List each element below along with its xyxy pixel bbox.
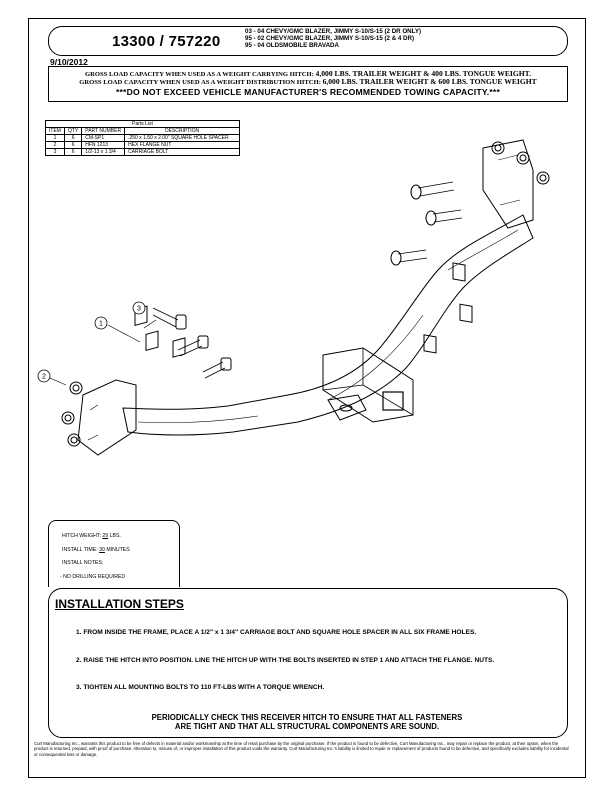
vehicle-line-3: 95 - 04 OLDSMOBILE BRAVADA xyxy=(245,42,339,49)
vehicle-line-2: 95 - 02 CHEVY/GMC BLAZER, JIMMY S-10/S-1… xyxy=(245,35,415,42)
installation-steps-box xyxy=(48,588,568,738)
model-number: 13300 / 757220 xyxy=(112,33,221,50)
install-time-unit: MINUTES xyxy=(106,547,130,553)
right-bracket xyxy=(482,139,534,229)
periodic-check-line-1: PERIODICALLY CHECK THIS RECEIVER HITCH T… xyxy=(151,713,463,722)
left-bracket xyxy=(77,379,137,456)
chain-plate xyxy=(327,394,367,421)
capacity-box: GROSS LOAD CAPACITY WHEN USED AS A WEIGH… xyxy=(48,66,568,102)
install-time: INSTALL TIME: 30 MINUTES xyxy=(62,547,130,553)
callout-3: 3 xyxy=(132,301,146,315)
periodic-check-line-2: ARE TIGHT AND THAT ALL STRUCTURAL COMPON… xyxy=(174,722,440,731)
cross-tube xyxy=(122,214,534,436)
installation-steps-title: INSTALLATION STEPS xyxy=(55,597,184,611)
capacity-line-2-values: 6,000 LBS. TRAILER WEIGHT & 600 LBS. TON… xyxy=(322,77,537,86)
capacity-line-2-prefix: GROSS LOAD CAPACITY WHEN USED AS A WEIGH… xyxy=(79,79,321,86)
hitch-weight-unit: LBS. xyxy=(109,533,121,539)
vehicle-line-1: 03 - 04 CHEVY/GMC BLAZER, JIMMY S-10/S-1… xyxy=(245,28,422,35)
svg-text:3: 3 xyxy=(137,306,141,313)
table-row: 3 6 1/2-13 x 1 3/4 CARRIAGE BOLT xyxy=(45,148,241,156)
install-note-1: - NO DRILLING REQUIRED xyxy=(60,574,126,580)
capacity-line-1: GROSS LOAD CAPACITY WHEN USED AS A WEIGH… xyxy=(49,69,567,78)
install-notes-label: INSTALL NOTES: xyxy=(62,560,104,566)
install-time-label: INSTALL TIME: xyxy=(62,547,98,553)
cell-description: CARRIAGE BOLT xyxy=(124,148,241,156)
revision-date: 9/10/2012 xyxy=(50,57,88,67)
receiver-opening xyxy=(382,391,404,411)
svg-text:2: 2 xyxy=(42,374,46,381)
install-info-box xyxy=(48,520,180,587)
hitch-weight-label: HITCH WEIGHT: xyxy=(62,533,101,539)
hitch-diagram: 1 2 3 xyxy=(37,139,550,456)
step-3: 3. TIGHTEN ALL MOUNTING BOLTS TO 110 FT-… xyxy=(76,684,325,691)
towing-warning: ***DO NOT EXCEED VEHICLE MANUFACTURER'S … xyxy=(115,87,501,97)
callout-1: 1 xyxy=(94,316,108,330)
svg-text:1: 1 xyxy=(99,321,103,328)
capacity-line-2: GROSS LOAD CAPACITY WHEN USED AS A WEIGH… xyxy=(49,77,567,86)
step-2: 2. RAISE THE HITCH INTO POSITION. LINE T… xyxy=(76,657,495,664)
install-time-value: 30 xyxy=(99,547,105,553)
step-1: 1. FROM INSIDE THE FRAME, PLACE A 1/2" x… xyxy=(76,629,477,636)
cell-qty: 6 xyxy=(63,148,83,156)
parts-table: Parts List ITEM QTY PART NUMBER DESCRIPT… xyxy=(44,120,241,156)
page-frame xyxy=(28,18,586,778)
hitch-weight: HITCH WEIGHT: 29 LBS. xyxy=(62,533,121,539)
hitch-weight-value: 29 xyxy=(102,533,109,539)
capacity-line-1-values: 4,000 LBS. TRAILER WEIGHT & 400 LBS. TON… xyxy=(315,69,532,78)
warranty-text: Curt Manufacturing Inc., warrants this p… xyxy=(34,741,569,757)
callout-2: 2 xyxy=(37,369,51,383)
capacity-line-1-prefix: GROSS LOAD CAPACITY WHEN USED AS A WEIGH… xyxy=(84,71,314,78)
header-box xyxy=(48,26,568,56)
